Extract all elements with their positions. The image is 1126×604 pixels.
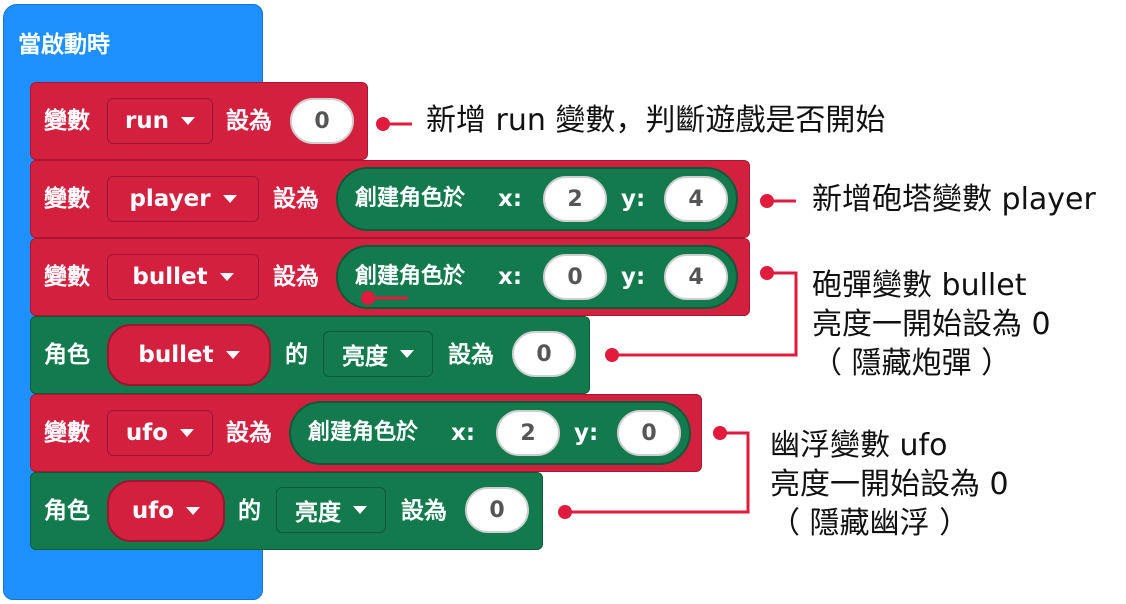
ufo-create-label: 創建角色於 [308, 420, 419, 445]
bullet-sprite-name: bullet [138, 342, 214, 368]
ufo-connector-line [565, 431, 750, 514]
bullet-x-connector-dot [361, 291, 375, 305]
player-x-label: x: [498, 186, 523, 212]
run-connector-dot [376, 117, 390, 131]
bullet-brightness-input[interactable]: 0 [512, 331, 576, 377]
bullet-y-label: y: [621, 264, 646, 290]
ufo-to-label: 設為 [226, 420, 272, 446]
bullet-connector-line [612, 271, 798, 357]
chevron-down-icon [219, 273, 234, 281]
bullet-create-label: 創建角色於 [355, 264, 466, 289]
bullet-property-name: 亮度 [342, 344, 388, 370]
player-annotation: 新增砲塔變數 player [812, 182, 1096, 217]
ufo-bright-connector-dot [558, 505, 572, 519]
bullet-var-dropdown[interactable]: bullet [107, 254, 259, 300]
bullet-bright-to-label: 設為 [448, 342, 494, 368]
ufo-property-dropdown[interactable]: 亮度 [276, 487, 386, 533]
set-run-label: 變數 [44, 108, 90, 134]
bullet-annotation-line-1: 砲彈變數 bullet [812, 268, 1027, 303]
player-y-input[interactable]: 4 [664, 176, 728, 222]
bullet-to-label: 設為 [273, 264, 319, 290]
chevron-down-icon [400, 350, 414, 358]
set-player-label: 變數 [44, 186, 90, 212]
bullet-sprite-label: 角色 [44, 342, 90, 368]
bullet-x-input[interactable]: 0 [543, 254, 607, 300]
bullet-x-label: x: [498, 264, 523, 290]
bullet-y-input[interactable]: 4 [664, 254, 728, 300]
on-start-label: 當啟動時 [18, 32, 110, 58]
bullet-sprite-dropdown[interactable]: bullet [107, 324, 271, 386]
ufo-sprite-dropdown[interactable]: ufo [107, 480, 225, 542]
ufo-x-label: x: [451, 420, 476, 446]
ufo-brightness-input[interactable]: 0 [465, 487, 529, 533]
bullet-annotation: 砲彈變數 bullet 亮度一開始設為 0 （ 隱藏炮彈 ） [812, 266, 1051, 383]
player-connector-dot [760, 194, 774, 208]
player-y-label: y: [621, 186, 646, 212]
player-x-input[interactable]: 2 [543, 176, 607, 222]
chevron-down-icon [222, 195, 237, 203]
ufo-var-name: ufo [125, 420, 169, 446]
run-value-input[interactable]: 0 [290, 98, 354, 144]
ufo-sprite-name: ufo [131, 498, 175, 524]
run-var-dropdown[interactable]: run [107, 98, 213, 144]
ufo-annotation-line-2: 亮度一開始設為 0 [770, 467, 1009, 502]
ufo-annotation-line-1: 幽浮變數 ufo [770, 428, 948, 463]
player-create-label: 創建角色於 [355, 186, 466, 211]
chevron-down-icon [181, 117, 196, 125]
ufo-var-dropdown[interactable]: ufo [107, 410, 213, 456]
bullet-bright-connector-dot [605, 348, 619, 362]
player-var-dropdown[interactable]: player [107, 176, 259, 222]
ufo-create-sprite-block[interactable] [289, 401, 691, 465]
set-bullet-label: 變數 [44, 264, 90, 290]
run-annotation: 新增 run 變數，判斷遊戲是否開始 [426, 103, 886, 138]
ufo-property-name: 亮度 [295, 500, 341, 526]
ufo-of-label: 的 [238, 498, 261, 524]
chevron-down-icon [186, 507, 201, 515]
ufo-y-input[interactable]: 0 [617, 410, 681, 456]
chevron-down-icon [225, 351, 240, 359]
chevron-down-icon [353, 506, 367, 514]
bullet-connector-dot [760, 266, 774, 280]
bullet-var-name: bullet [132, 264, 208, 290]
run-var-name: run [124, 108, 170, 134]
run-to-label: 設為 [226, 108, 272, 134]
ufo-annotation-line-3: （ 隱藏幽浮 ） [770, 506, 970, 541]
chevron-down-icon [180, 429, 195, 437]
ufo-annotation: 幽浮變數 ufo 亮度一開始設為 0 （ 隱藏幽浮 ） [770, 426, 1009, 543]
bullet-annotation-line-2: 亮度一開始設為 0 [812, 307, 1051, 342]
set-ufo-label: 變數 [44, 420, 90, 446]
player-to-label: 設為 [273, 186, 319, 212]
ufo-connector-dot [713, 426, 727, 440]
ufo-bright-to-label: 設為 [401, 498, 447, 524]
ufo-x-input[interactable]: 2 [496, 410, 560, 456]
bullet-annotation-line-3: （ 隱藏炮彈 ） [812, 346, 1012, 381]
player-var-name: player [129, 186, 211, 212]
bullet-of-label: 的 [285, 342, 308, 368]
ufo-sprite-label: 角色 [44, 498, 90, 524]
ufo-y-label: y: [574, 420, 599, 446]
bullet-property-dropdown[interactable]: 亮度 [323, 331, 433, 377]
